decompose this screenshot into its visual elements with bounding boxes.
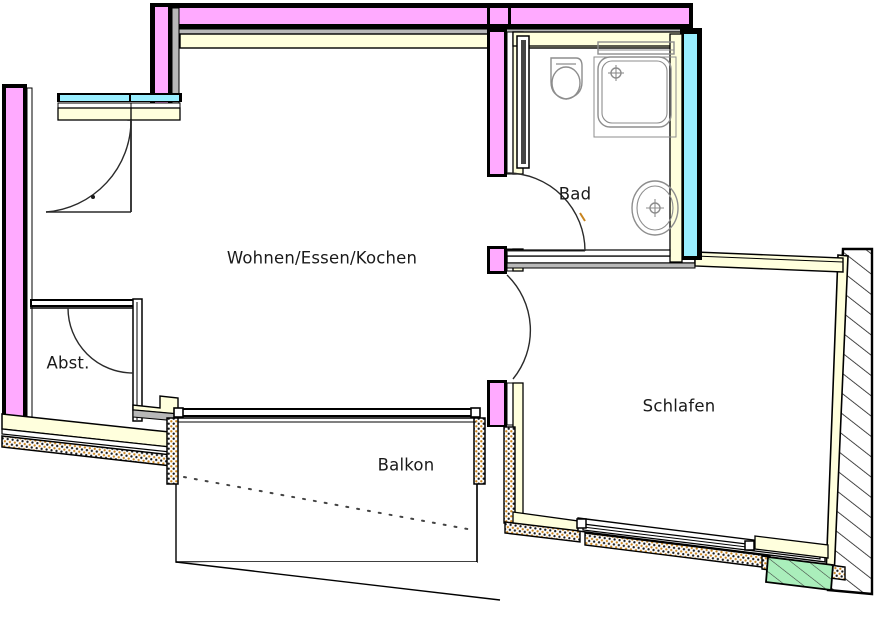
window-glazing-north-2 xyxy=(129,95,179,101)
storage-door xyxy=(67,307,134,374)
entry-door xyxy=(45,119,132,213)
balcony-railing xyxy=(173,407,481,423)
wc-toilet-icon xyxy=(550,57,583,100)
room-label-living: Wohnen/Essen/Kochen xyxy=(227,249,417,268)
shower-tray-icon xyxy=(593,56,677,138)
room-label-storage: Abst. xyxy=(46,354,89,373)
balcony-parapet-left xyxy=(166,417,179,485)
window-glazing-north-1 xyxy=(60,95,129,101)
door-swings xyxy=(45,119,586,380)
west-outer-wall xyxy=(2,84,33,424)
bedroom-south-wall xyxy=(504,511,846,592)
bedroom-door xyxy=(506,274,532,380)
window-glazing-bath-east xyxy=(684,34,697,256)
drainage-slope-line xyxy=(183,476,474,531)
bath-door xyxy=(506,172,586,252)
room-label-balcony: Balkon xyxy=(378,456,435,475)
north-west-wall-stub xyxy=(150,3,180,107)
west-horizontal-wall xyxy=(57,93,182,212)
balcony-parapet-right xyxy=(473,417,486,485)
room-label-bath: Bad xyxy=(559,185,592,204)
structural-column xyxy=(765,555,834,592)
balcony-area xyxy=(166,407,501,601)
hatched-structural-wall xyxy=(825,247,874,596)
room-label-bedroom: Schlafen xyxy=(643,397,716,416)
bathroom-fixtures xyxy=(550,41,679,236)
bath-bedroom-divider xyxy=(506,251,844,273)
washbasin-icon xyxy=(631,180,679,236)
storage-room-walls xyxy=(30,298,143,422)
cistern-shelf xyxy=(597,41,675,55)
